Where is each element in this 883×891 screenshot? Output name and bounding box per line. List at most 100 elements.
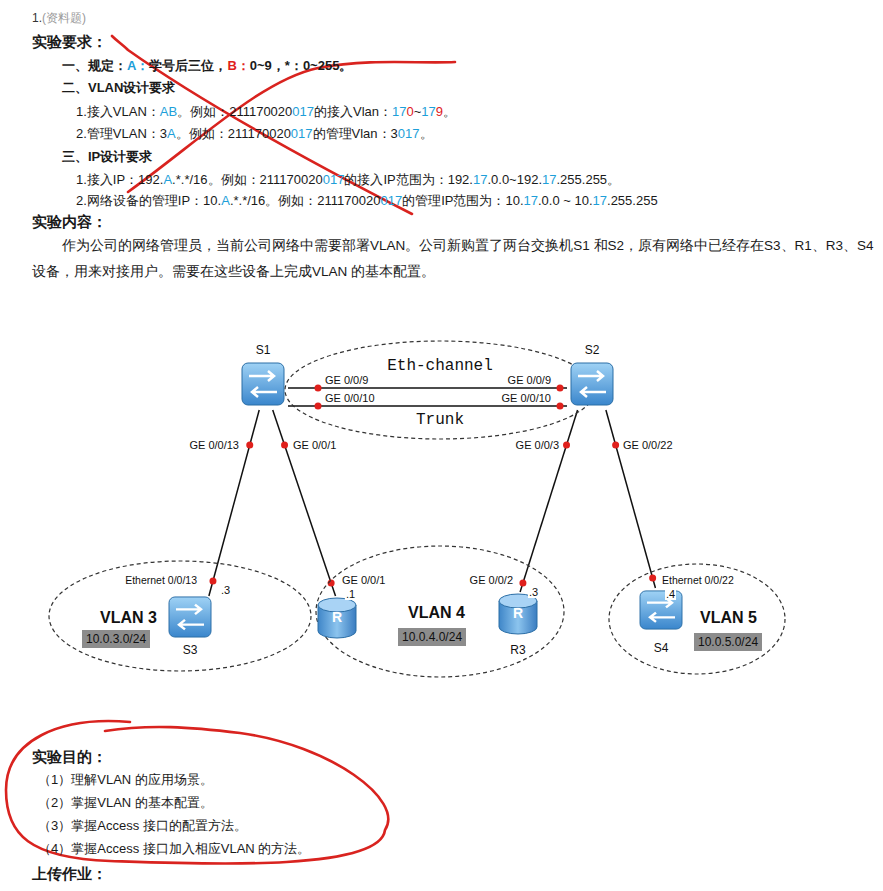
port-dot [563, 442, 570, 449]
text-run: .*.*/16。例如：211170020 [172, 172, 323, 187]
switch-arrow [647, 598, 672, 607]
text-run: A [163, 172, 172, 187]
switch-icon: S4 [638, 588, 684, 658]
text-run: 学号后三位， [149, 58, 227, 73]
port-label: GE 0/0/22 [622, 439, 674, 451]
text-run: .*.*/16。例如：211170020 [230, 193, 381, 208]
text-run: 上传作业： [32, 865, 107, 882]
port-label: .3 [220, 584, 231, 596]
text-run: .255.255 [607, 193, 658, 208]
switch-symbol [241, 362, 285, 406]
text-run: AB [160, 104, 177, 119]
pen-circle [6, 721, 388, 864]
text-run: 17 [524, 193, 538, 208]
port-label: GE 0/0/3 [515, 439, 560, 451]
text-run: 。例如：211170020 [177, 104, 292, 119]
port-dot [519, 580, 526, 587]
router-icon: R [317, 596, 357, 640]
subnet-tag: 10.0.5.0/24 [694, 633, 762, 651]
device-label: R [497, 604, 539, 622]
subnet-tag: 10.0.4.0/24 [398, 628, 466, 646]
text-run: 017 [292, 104, 314, 119]
port-label: GE 0/0/2 [469, 574, 514, 586]
switch-arrow [252, 387, 277, 397]
text-run: 三、IP设计要求 [62, 149, 152, 164]
eth-trunk-ellipse: Eth-channelTrunk [284, 340, 596, 440]
text-run: A： [127, 58, 149, 73]
text-run: 。 [420, 126, 433, 141]
text-run: 作为公司的网络管理员，当前公司网络中需要部署VLAN。公司新购置了两台交换机S1… [32, 238, 874, 279]
text-run: （2）掌握VLAN 的基本配置。 [38, 795, 213, 810]
port-label: .3 [528, 586, 539, 598]
text-run: 17 [593, 193, 607, 208]
section-heading: 实验要求： [32, 32, 107, 52]
text-run: 2.网络设备的管理IP：10. [76, 193, 221, 208]
port-dot [315, 385, 322, 392]
section-heading: 上传作业： [32, 864, 107, 884]
text-run: 17 [473, 172, 487, 187]
sub-heading: 二、VLAN设计要求 [62, 79, 175, 97]
device-label: S4 [638, 640, 684, 656]
switch-body [640, 591, 682, 629]
port-dot [557, 385, 564, 392]
switch-arrow [581, 387, 606, 397]
sub-heading: 三、IP设计要求 [62, 148, 152, 166]
text-run: 017 [323, 172, 345, 187]
switch-body [169, 597, 211, 637]
requirement-line: 2.网络设备的管理IP：10.A.*.*/16。例如：211170020017的… [76, 192, 658, 210]
text-run: 17 [421, 104, 435, 119]
switch-symbol [168, 596, 212, 638]
port-dot [612, 442, 619, 449]
group-label: Trunk [284, 410, 596, 430]
ellipse-outline [609, 564, 785, 674]
switch-icon: S2 [567, 340, 617, 410]
switch-arrow [650, 613, 675, 622]
switch-arrow [578, 371, 603, 381]
port-dot [281, 442, 288, 449]
link-cable [288, 405, 567, 407]
switch-icon: S3 [166, 596, 214, 662]
text-run: 二、VLAN设计要求 [62, 80, 175, 95]
router-icon: RR3 [497, 592, 539, 658]
switch-body [571, 363, 613, 405]
switch-body [242, 363, 284, 405]
text-run: 017 [291, 126, 313, 141]
text-run: 一、规定： [62, 58, 127, 73]
text-run: .0.0 ~ 10. [538, 193, 593, 208]
text-run: A [167, 126, 176, 141]
port-label: GE 0/0/9 [324, 374, 369, 386]
rule-line: 一、规定：A：学号后三位，B：0~9，*：0~255。 [62, 57, 352, 75]
text-run: (资料题) [42, 11, 86, 25]
text-run: ~ [414, 104, 422, 119]
port-dot [557, 403, 564, 410]
text-run: （3）掌握Access 接口的配置方法。 [38, 818, 247, 833]
switch-arrow [249, 371, 274, 381]
device-label: S2 [567, 342, 617, 358]
ellipse-outline [285, 341, 595, 439]
switch-arrow [176, 605, 201, 615]
switch-symbol [639, 590, 683, 630]
device-label: R [317, 608, 357, 626]
text-run: 9 [436, 104, 443, 119]
text-run: （1）理解VLAN 的应用场景。 [38, 772, 213, 787]
goal-item: （2）掌握VLAN 的基本配置。 [38, 794, 213, 812]
requirement-line: 1.接入IP：192.A.*.*/16。例如：211170020017的接入IP… [76, 171, 620, 189]
port-dot [315, 403, 322, 410]
text-run: 的接入IP范围为：192. [344, 172, 473, 187]
port-label: GE 0/0/1 [341, 574, 386, 586]
goal-item: （1）理解VLAN 的应用场景。 [38, 771, 213, 789]
text-run: 017 [398, 126, 420, 141]
text-run: 实验内容： [32, 213, 107, 230]
link-cable [606, 410, 656, 588]
port-label: GE 0/0/10 [324, 392, 376, 404]
port-label: Ethernet 0/0/13 [124, 574, 198, 586]
group-label: Eth-channel [284, 356, 596, 376]
port-label: .1 [345, 588, 356, 600]
link-cable [520, 410, 577, 592]
text-run: 。例如：211170020 [176, 126, 291, 141]
subnet-label: 10.0.4.0/24 [402, 629, 462, 645]
text-run: 的接入Vlan： [314, 104, 392, 119]
link-cable [209, 410, 259, 596]
